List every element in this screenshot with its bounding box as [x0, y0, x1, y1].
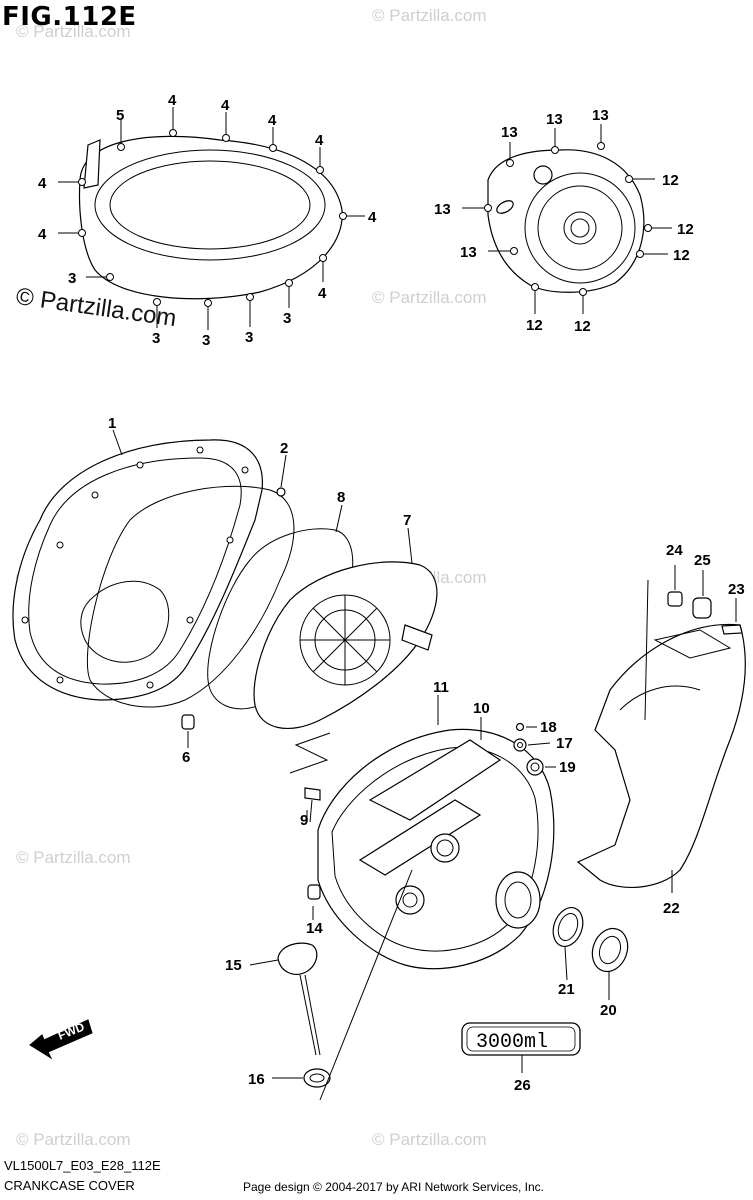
figure-title: FIG.112E [2, 2, 137, 32]
callout-13: 13 [592, 107, 609, 124]
right-crankcase-cover-drawing [249, 695, 629, 1101]
watermark: © Partzilla.com [16, 848, 131, 867]
callout-22: 22 [663, 900, 680, 917]
callout-4: 4 [38, 226, 47, 243]
callout-13: 13 [501, 124, 518, 141]
callout-4: 4 [368, 209, 377, 226]
watermark: © Partzilla.com [372, 288, 487, 307]
callout-13: 13 [434, 201, 451, 218]
generator-cover-outer-drawing [462, 124, 672, 314]
oil-quantity-box: 3000ml [461, 1022, 581, 1073]
watermark: © Partzilla.com [16, 22, 131, 41]
callout-16: 16 [248, 1071, 265, 1088]
callout-26: 26 [514, 1077, 531, 1094]
callout-4: 4 [38, 175, 47, 192]
callout-24: 24 [666, 542, 683, 559]
callout-3: 3 [68, 270, 76, 287]
callout-20: 20 [600, 1002, 617, 1019]
callout-8: 8 [337, 489, 345, 506]
callout-13: 13 [460, 244, 477, 261]
callout-4: 4 [318, 285, 327, 302]
callout-4: 4 [315, 132, 324, 149]
callout-14: 14 [306, 920, 323, 937]
callout-18: 18 [540, 719, 557, 736]
callout-6: 6 [182, 749, 190, 766]
callout-12: 12 [574, 318, 591, 335]
callout-11: 11 [433, 679, 449, 696]
callout-3: 3 [245, 329, 253, 346]
page-credit: Page design © 2004-2017 by ARI Network S… [243, 1180, 545, 1194]
callout-12: 12 [662, 172, 679, 189]
callout-5: 5 [116, 107, 124, 124]
callout-21: 21 [558, 981, 575, 998]
callout-17: 17 [556, 735, 573, 752]
callout-4: 4 [168, 92, 177, 109]
callout-23: 23 [728, 581, 745, 598]
callout-9: 9 [300, 812, 308, 829]
callout-10: 10 [473, 700, 490, 717]
callout-7: 7 [403, 512, 411, 529]
watermark: © Partzilla.com [372, 1130, 487, 1149]
callout-1: 1 [108, 415, 116, 432]
callout-12: 12 [677, 221, 694, 238]
callout-4: 4 [221, 97, 230, 114]
callout-12: 12 [673, 247, 690, 264]
callout-13: 13 [546, 111, 563, 128]
oil-quantity-label: 3000ml [476, 1031, 548, 1054]
callout-25: 25 [694, 552, 711, 569]
callout-3: 3 [152, 330, 160, 347]
callout-15: 15 [225, 957, 242, 974]
callout-3: 3 [283, 310, 291, 327]
fwd-arrow-icon: FWD [29, 1019, 93, 1060]
callout-labels: 5 4 4 4 4 4 4 4 4 3 3 3 3 3 13 13 13 13 … [38, 92, 745, 1094]
callout-19: 19 [559, 759, 576, 776]
callout-2: 2 [280, 440, 288, 457]
watermark: © Partzilla.com [372, 6, 487, 25]
figure-name: CRANKCASE COVER [4, 1178, 135, 1193]
callout-3: 3 [202, 332, 210, 349]
figure-code: VL1500L7_E03_E28_112E [4, 1158, 161, 1173]
cover-cap-drawing [576, 565, 746, 893]
callout-4: 4 [268, 112, 277, 129]
callout-12: 12 [526, 317, 543, 334]
clutch-cover-outer-drawing [58, 107, 365, 330]
crankcase-cover-drawing [12, 429, 438, 823]
watermark: © Partzilla.com [16, 1130, 131, 1149]
